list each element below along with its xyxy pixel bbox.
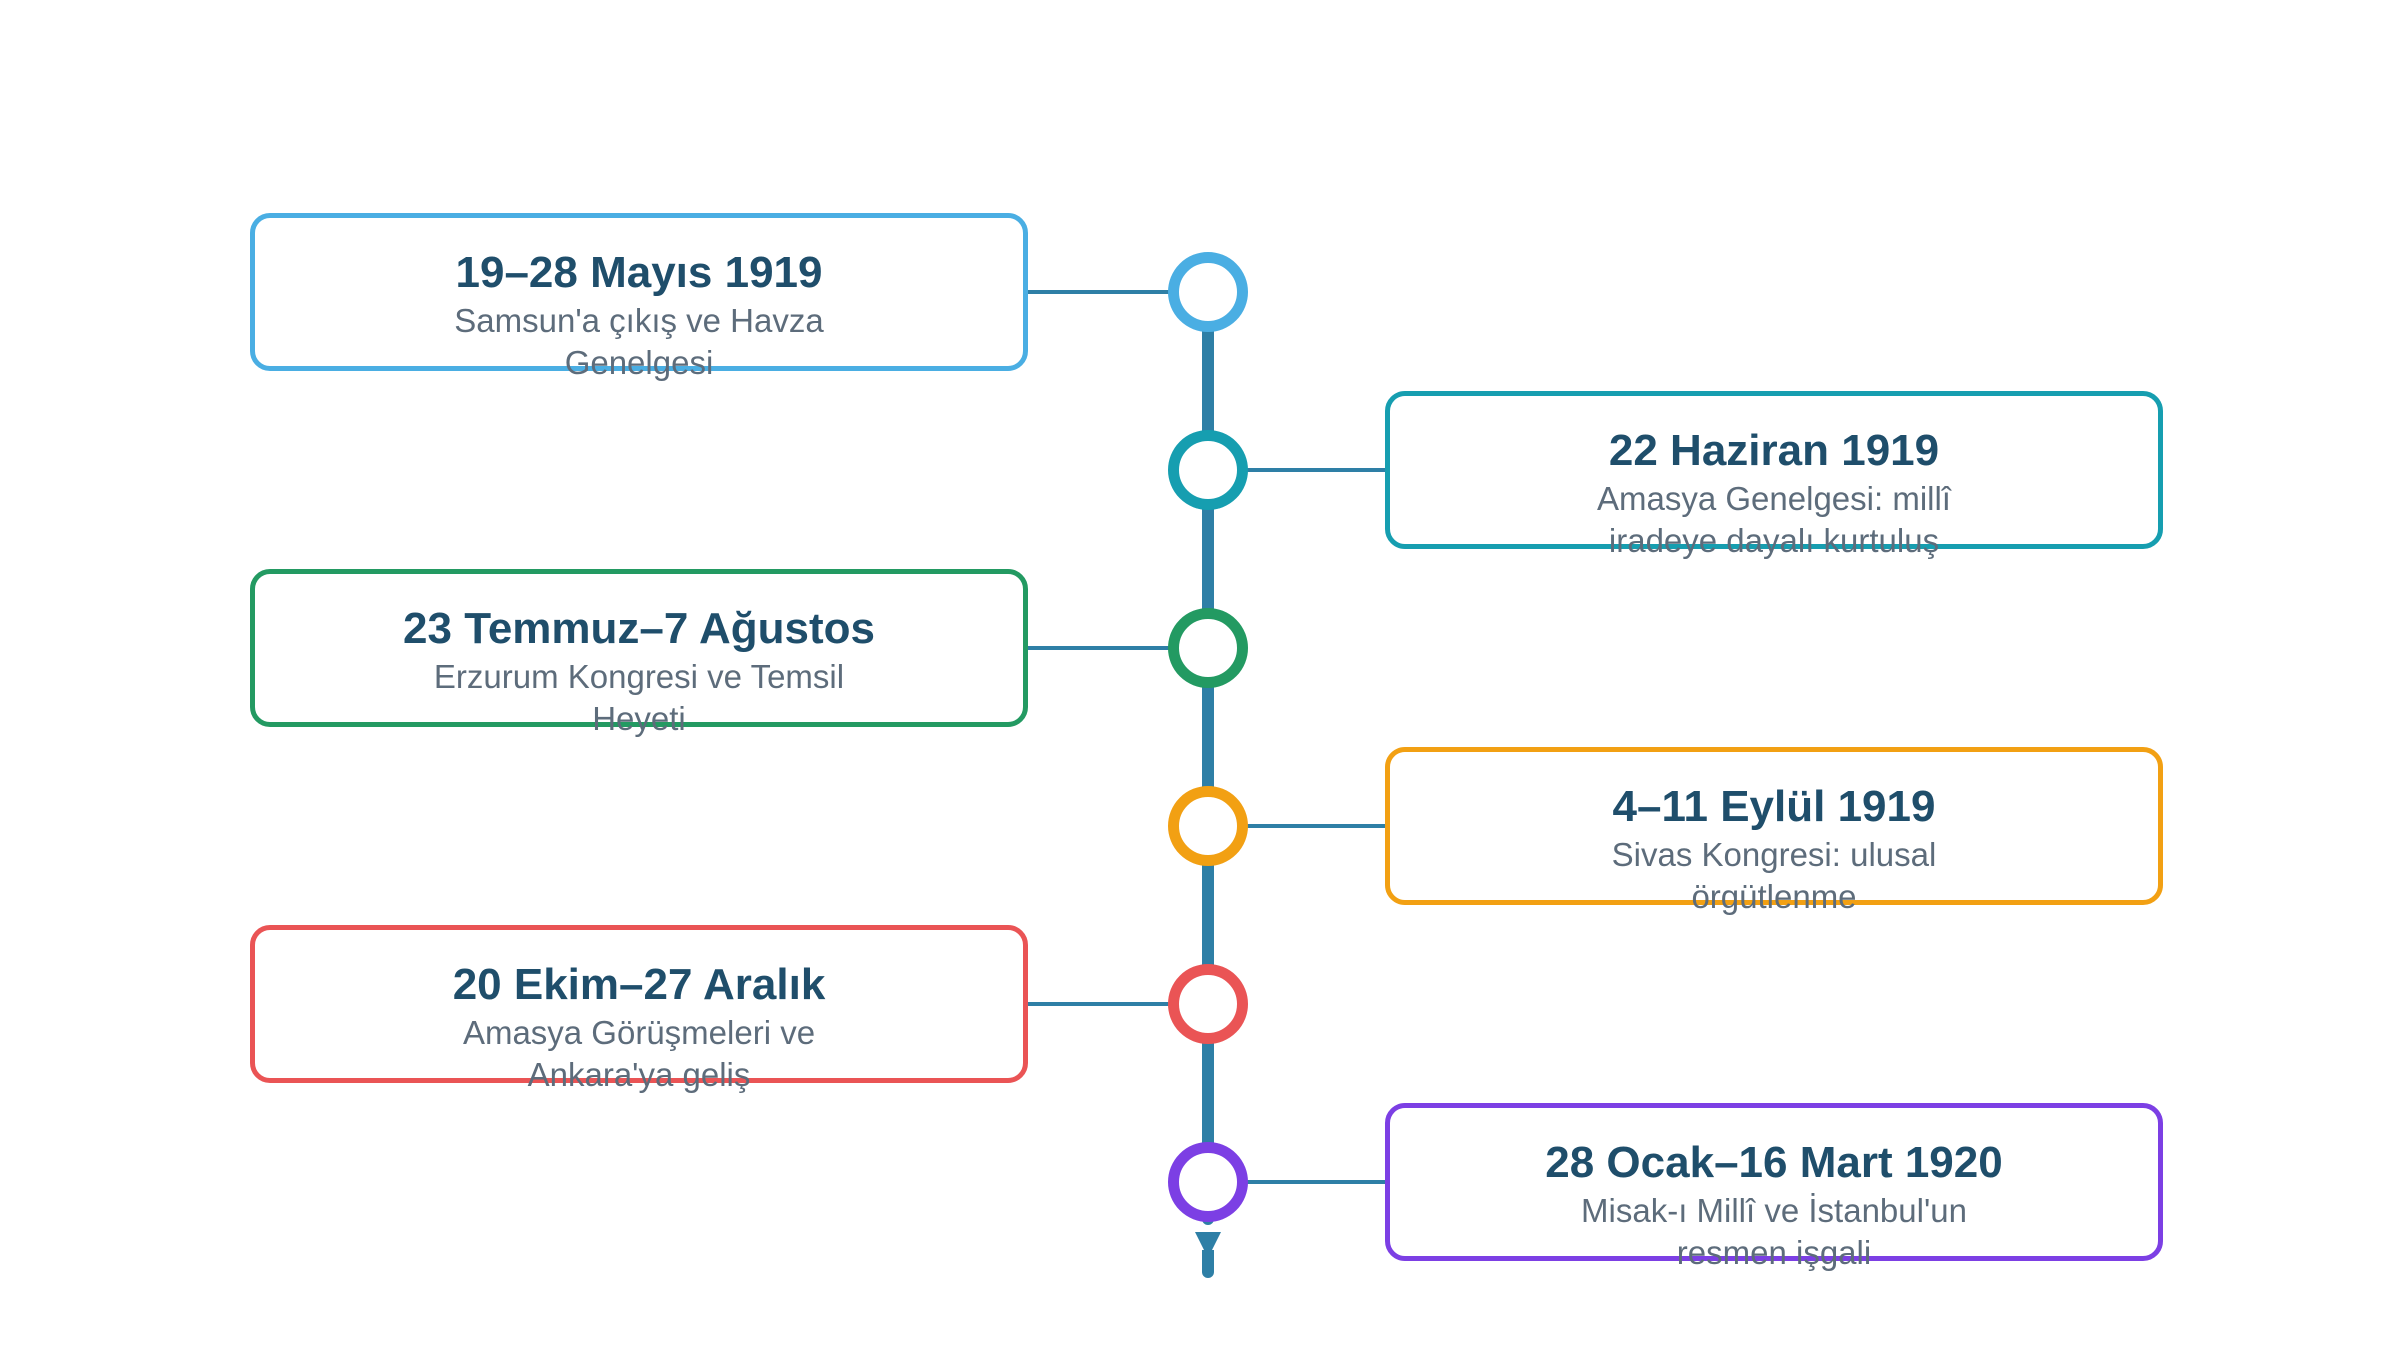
event-connector xyxy=(1028,290,1208,294)
timeline-arrow-head xyxy=(1195,1232,1221,1258)
event-description: Sivas Kongresi: ulusal örgütlenme xyxy=(1611,836,1937,915)
event-description: Amasya Görüşmeleri ve Ankara'ya geliş xyxy=(462,1014,816,1093)
event-date: 20 Ekim–27 Aralık xyxy=(452,960,826,1009)
event-connector xyxy=(1208,1180,1385,1184)
event-connector xyxy=(1208,824,1385,828)
event-date: 22 Haziran 1919 xyxy=(1608,426,1940,475)
event-description: Misak-ı Millî ve İstanbul'un resmen işga… xyxy=(1581,1192,1967,1271)
event-connector xyxy=(1208,468,1385,472)
event-date: 23 Temmuz–7 Ağustos xyxy=(403,604,875,653)
event-node xyxy=(1168,964,1248,1044)
event-date: 19–28 Mayıs 1919 xyxy=(455,248,823,297)
event-date: 4–11 Eylül 1919 xyxy=(1612,782,1936,831)
event-node xyxy=(1168,608,1248,688)
event-node xyxy=(1168,786,1248,866)
event-node xyxy=(1168,252,1248,332)
event-description: Erzurum Kongresi ve Temsil Heyeti xyxy=(433,658,845,737)
event-node xyxy=(1168,1142,1248,1222)
event-date: 28 Ocak–16 Mart 1920 xyxy=(1545,1138,2003,1187)
event-description: Amasya Genelgesi: millî iradeye dayalı k… xyxy=(1597,480,1951,559)
event-connector xyxy=(1028,646,1208,650)
timeline-axis xyxy=(1202,280,1214,1225)
event-node xyxy=(1168,430,1248,510)
event-connector xyxy=(1028,1002,1208,1006)
event-description: Samsun'a çıkış ve Havza Genelgesi xyxy=(454,302,824,381)
